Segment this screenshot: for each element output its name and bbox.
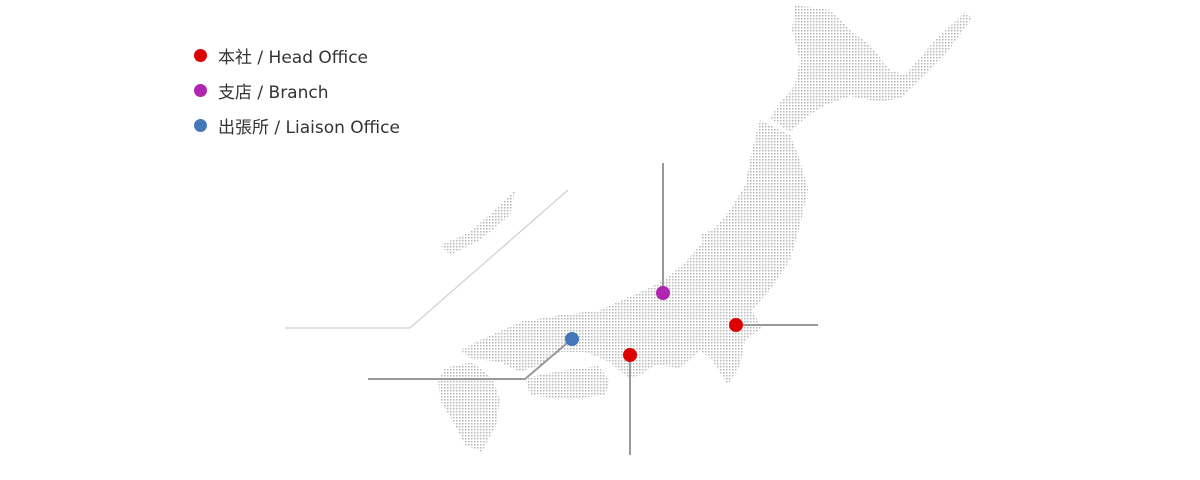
head-office-dot-icon [194, 49, 207, 62]
map-legend: 本社 / Head Office 支店 / Branch 出張所 / Liais… [194, 38, 400, 143]
legend-item-head-office: 本社 / Head Office [194, 38, 400, 73]
liaison-office-marker[interactable] [565, 332, 579, 346]
head-office-marker-central[interactable] [623, 348, 637, 362]
shikoku [525, 366, 610, 398]
liaison-office-dot-icon [194, 119, 207, 132]
legend-label: 支店 / Branch [218, 83, 329, 103]
land-masses [438, 5, 972, 452]
legend-item-liaison-office: 出張所 / Liaison Office [194, 108, 400, 143]
branch-marker[interactable] [656, 286, 670, 300]
head-office-marker-east[interactable] [729, 318, 743, 332]
legend-item-branch: 支店 / Branch [194, 73, 400, 108]
leader-line-liaison [368, 338, 573, 380]
leader-line-overseas [285, 189, 569, 329]
leader-lines [285, 163, 818, 455]
office-markers [565, 286, 743, 362]
legend-label: 本社 / Head Office [218, 48, 369, 68]
korea-tip [440, 190, 515, 255]
honshu [460, 120, 808, 385]
branch-dot-icon [194, 84, 207, 97]
sado-island [700, 230, 716, 246]
hokkaido [770, 5, 972, 132]
legend-label: 出張所 / Liaison Office [218, 118, 400, 138]
kyushu [438, 362, 500, 452]
